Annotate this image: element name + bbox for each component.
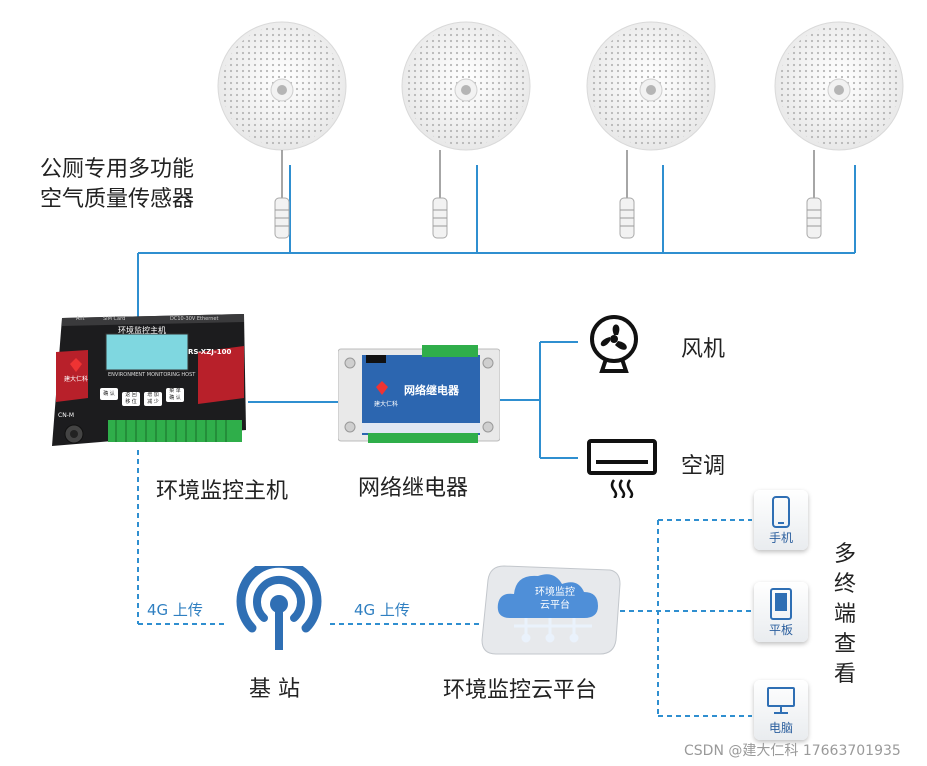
upload-label-left: 4G 上传 xyxy=(147,601,203,619)
base-station-label: 基 站 xyxy=(249,677,300,702)
upload-label-right: 4G 上传 xyxy=(354,601,410,619)
cloud-label: 环境监控云平台 xyxy=(443,678,598,703)
terminal-tablet-label: 平板 xyxy=(768,623,793,637)
sensor-label-line1: 公厕专用多功能 xyxy=(40,157,195,182)
host-brand: 建大仁科 xyxy=(64,376,89,383)
host-btn-4: 菜 单 确 认 xyxy=(166,388,184,402)
host-top-left: Ant xyxy=(76,316,85,322)
host-model: RS-XZJ-100 xyxy=(188,348,232,356)
tablet-icon xyxy=(770,588,792,620)
host-top-right: DC10-30V Ethernet xyxy=(170,316,219,322)
host-panel-title: 环境监控主机 xyxy=(118,326,166,335)
host-corner: CN-M xyxy=(58,412,75,419)
phone-icon xyxy=(772,496,790,528)
relay-device: 网络继电器 建大仁科 xyxy=(338,345,500,445)
host-btn-1: 确 认 xyxy=(100,388,118,400)
air-conditioner-icon xyxy=(587,439,657,498)
multi-terminal-char: 多 xyxy=(833,542,856,567)
multi-terminal-label: 多 终 端 查 看 xyxy=(832,540,858,690)
computer-icon xyxy=(767,687,795,714)
host-top-mid: SIM Card xyxy=(103,316,126,322)
relay-panel-title: 网络继电器 xyxy=(404,384,459,397)
relay-brand: 建大仁科 xyxy=(374,401,399,408)
multi-terminal-char: 终 xyxy=(833,572,856,597)
terminal-phone-label: 手机 xyxy=(768,531,793,545)
fan-label: 风机 xyxy=(681,337,726,362)
cloud-platform-icon xyxy=(481,565,621,655)
ac-label: 空调 xyxy=(681,454,726,479)
terminal-computer-label: 电脑 xyxy=(768,721,793,735)
relay-body xyxy=(338,345,500,443)
host-btn-3: 增 加 减 少 xyxy=(144,392,162,406)
sensor-3 xyxy=(586,21,716,239)
multi-terminal-char: 查 xyxy=(833,632,856,657)
terminal-tablet: 平板 xyxy=(754,582,808,642)
base-station-icon xyxy=(236,566,322,650)
host-label: 环境监控主机 xyxy=(156,479,289,504)
multi-terminal-char: 看 xyxy=(833,662,856,687)
sensor-label-line2: 空气质量传感器 xyxy=(40,187,195,212)
host-btn-2: 返 回 移 位 xyxy=(122,392,140,406)
cloud-inner-line1: 环境监控 xyxy=(535,587,575,598)
watermark: CSDN @建大仁科 17663701935 xyxy=(684,743,901,759)
host-sub: ENVIRONMENT MONITORING HOST xyxy=(108,372,196,378)
multi-terminal-char: 端 xyxy=(833,602,856,627)
host-device: Ant SIM Card DC10-30V Ethernet 环境监控主机 RS… xyxy=(48,312,248,452)
cloud-inner-line2: 云平台 xyxy=(540,600,570,611)
sensor-4 xyxy=(774,21,904,239)
relay-label: 网络继电器 xyxy=(358,476,469,501)
host-body xyxy=(52,314,246,446)
fan-icon xyxy=(590,315,638,373)
terminal-computer: 电脑 xyxy=(754,680,808,740)
terminal-phone: 手机 xyxy=(754,490,808,550)
sensor-2 xyxy=(401,21,531,239)
sensor-1 xyxy=(217,21,347,239)
